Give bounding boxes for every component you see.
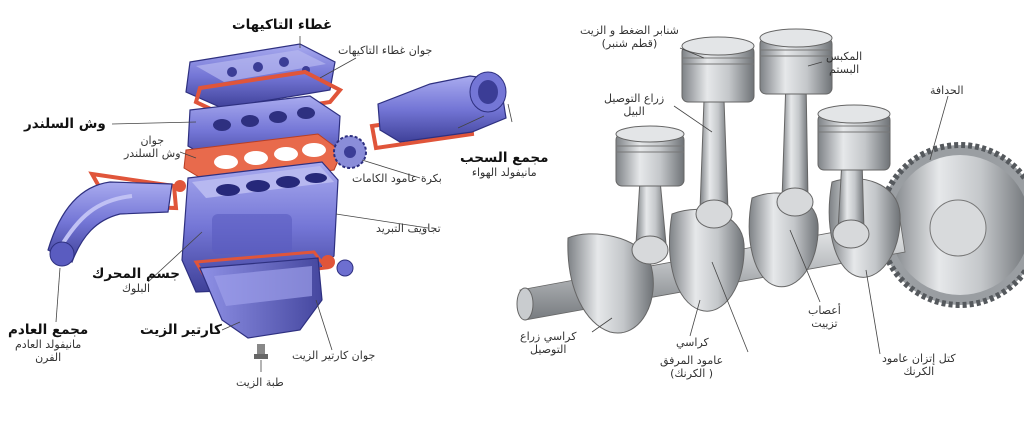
label-piston-line2: البستم [829, 63, 860, 76]
intake-manifold-shape [369, 71, 507, 151]
label-intake-manifold-title: مجمع السحب [460, 150, 549, 166]
label-main-bearing: كراسي [676, 336, 709, 349]
label-rod-bearing-line2: التوصيل [530, 343, 567, 356]
label-oil-pan: كارتير الزيت [140, 322, 222, 338]
label-connecting-rod-line2: البيل [623, 105, 645, 118]
label-exhaust-manifold: مجمع العادم مانيفولد العادم الفرن [8, 322, 88, 364]
label-drain-plug-title: طبة الزيت [236, 376, 284, 389]
label-rod-bearing-line1: كراسي زراع [520, 330, 577, 343]
label-crankshaft-line1: عامود المرفق [660, 354, 724, 367]
label-engine-block: جسم المحرك البلوك [92, 266, 180, 295]
label-coolant-passages-title: تجاويف التبريد [376, 222, 441, 235]
label-drain-plug: طبة الزيت [236, 376, 284, 389]
label-connecting-rod: زراع التوصيل البيل [604, 92, 664, 118]
label-camshaft-pulley: بكرة عامود الكامات [352, 172, 442, 185]
label-crankshaft: عامود المرفق ( الكرنك) [660, 354, 723, 380]
label-counterweight-line2: الكرنك [903, 365, 935, 378]
oil-pan-shape [193, 250, 329, 339]
label-piston-rings-line2: (قطم شنبر) [601, 37, 658, 50]
label-flywheel: الحدافة [930, 84, 964, 97]
label-oil-passages: أعصاب تزييت [808, 304, 841, 330]
label-piston-line1: المكبس [826, 50, 863, 63]
label-oil-passages-line1: أعصاب [808, 304, 841, 317]
label-cylinder-head: وش السلندر [24, 116, 106, 132]
label-oil-pan-gasket-title: جوان كارتير الزيت [292, 349, 376, 362]
label-head-gasket-line2: وش السلندر [124, 147, 181, 160]
label-connecting-rod-line1: زراع التوصيل [604, 92, 665, 105]
valve-cover-gasket-shape [193, 69, 344, 121]
flywheel-shape [877, 142, 1024, 308]
label-piston-rings-line1: شنابر الضغط و الزيت [580, 24, 679, 37]
label-coolant-passages: تجاويف التبريد [376, 222, 441, 235]
label-valve-cover-title: غطاء التاكيهات [232, 17, 333, 33]
camshaft-pulley-shape [333, 135, 367, 169]
label-engine-block-title: جسم المحرك [92, 266, 181, 282]
label-counterweight: كتل إتزان عامود الكرنك [882, 352, 956, 378]
valve-cover-shape [185, 43, 336, 109]
label-exhaust-manifold-line2: الفرن [35, 351, 62, 364]
label-engine-block-subtitle: البلوك [121, 282, 151, 295]
label-intake-manifold-subtitle: مانيفولد الهواء [471, 166, 537, 179]
right-crankshaft-assembly-view [516, 28, 1024, 355]
left-engine-exploded-view [47, 36, 513, 372]
label-valve-cover-gasket: جوان غطاء التاكيهات [338, 44, 432, 57]
label-oil-passages-line2: تزييت [811, 317, 838, 330]
label-oil-pan-gasket: جوان كارتير الزيت [292, 349, 375, 362]
label-cylinder-head-title: وش السلندر [24, 116, 106, 132]
pistons-shape [615, 28, 891, 187]
label-crankshaft-line2: ( الكرنك) [670, 367, 714, 380]
label-head-gasket: جوان وش السلندر [124, 134, 181, 160]
label-valve-cover: غطاء التاكيهات [232, 17, 332, 33]
label-intake-manifold: مجمع السحب مانيفولد الهواء [460, 150, 549, 179]
label-piston-rings: شنابر الضغط و الزيت (قطم شنبر) [580, 24, 679, 50]
label-valve-cover-gasket-title: جوان غطاء التاكيهات [338, 44, 433, 57]
label-exhaust-manifold-line1: مانيفولد العادم [15, 338, 82, 351]
label-main-bearing-line1: كراسي [676, 336, 709, 349]
oil-drain-plug-shape [254, 344, 268, 359]
label-piston: المكبس البستم [826, 50, 862, 76]
label-camshaft-pulley-title: بكرة عامود الكامات [352, 172, 442, 185]
label-rod-bearing: كراسي زراع التوصيل [520, 330, 577, 356]
label-counterweight-line1: كتل إتزان عامود [882, 352, 956, 365]
exhaust-manifold-shape [47, 171, 179, 267]
label-flywheel-title: الحدافة [930, 84, 964, 97]
label-oil-pan-title: كارتير الزيت [140, 322, 222, 338]
label-exhaust-manifold-title: مجمع العادم [8, 322, 89, 338]
label-head-gasket-line1: جوان [140, 134, 165, 147]
